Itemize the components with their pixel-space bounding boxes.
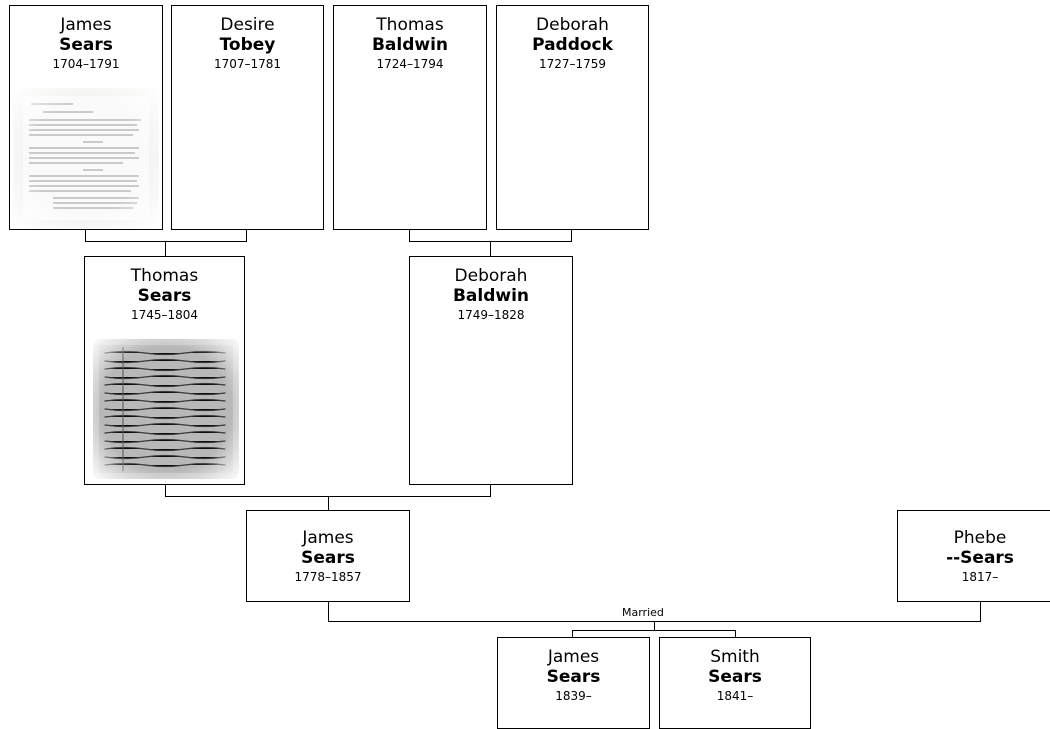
given-name: Desire: [220, 15, 275, 35]
couple-connector-thomas-deborah: [165, 484, 491, 497]
given-name: Thomas: [376, 15, 444, 35]
person-card-thomas-sears[interactable]: Thomas Sears 1745–1804: [84, 256, 245, 485]
life-dates: 1749–1828: [457, 308, 525, 322]
life-dates: 1704–1791: [52, 57, 120, 71]
surname: Baldwin: [371, 35, 449, 55]
surname: Sears: [546, 667, 601, 687]
given-name: Phebe: [953, 528, 1007, 548]
person-card-desire-tobey[interactable]: Desire Tobey 1707–1781: [171, 5, 324, 230]
life-dates: 1745–1804: [130, 308, 199, 322]
person-card-deborah-baldwin[interactable]: Deborah Baldwin 1749–1828: [409, 256, 573, 485]
surname: Sears: [137, 286, 192, 306]
given-name: James: [547, 647, 600, 667]
surname: Sears: [59, 35, 113, 55]
person-card-deborah-paddock[interactable]: Deborah Paddock 1727–1759: [496, 5, 649, 230]
life-dates: 1839–: [555, 689, 592, 703]
couple-connector-sears-tobey: [85, 229, 247, 242]
person-card-smith-sears[interactable]: Smith Sears 1841–: [659, 637, 811, 729]
couple-connector-baldwin-paddock: [409, 229, 572, 242]
surname: Tobey: [219, 35, 276, 55]
document-thumbnail[interactable]: [13, 88, 159, 228]
given-name: Deborah: [454, 266, 528, 286]
life-dates: 1727–1759: [538, 57, 607, 71]
person-card-james-sears-1704[interactable]: James Sears 1704–1791: [9, 5, 163, 230]
person-card-phebe-sears[interactable]: Phebe --Sears 1817–: [897, 510, 1050, 602]
scanned-manuscript-image: [93, 339, 239, 479]
surname: --Sears: [946, 548, 1014, 568]
person-card-james-sears-1778[interactable]: James Sears 1778–1857: [246, 510, 410, 602]
children-bracket-connector: [572, 630, 736, 637]
person-card-james-sears-1839[interactable]: James Sears 1839–: [497, 637, 650, 729]
life-dates: 1817–: [961, 570, 999, 584]
life-dates: 1841–: [716, 689, 754, 703]
person-card-thomas-baldwin[interactable]: Thomas Baldwin 1724–1794: [333, 5, 487, 230]
document-thumbnail[interactable]: [93, 339, 239, 479]
given-name: Thomas: [130, 266, 199, 286]
surname: Paddock: [532, 35, 613, 55]
surname: Baldwin: [452, 286, 530, 306]
given-name: James: [60, 15, 112, 35]
given-name: James: [302, 528, 354, 548]
surname: Sears: [301, 548, 355, 568]
given-name: Deborah: [536, 15, 609, 35]
scanned-document-image: [13, 88, 159, 228]
given-name: Smith: [710, 647, 760, 667]
life-dates: 1778–1857: [294, 570, 362, 584]
married-label: Married: [621, 606, 665, 619]
surname: Sears: [708, 667, 762, 687]
life-dates: 1724–1794: [376, 57, 444, 71]
life-dates: 1707–1781: [213, 57, 282, 71]
